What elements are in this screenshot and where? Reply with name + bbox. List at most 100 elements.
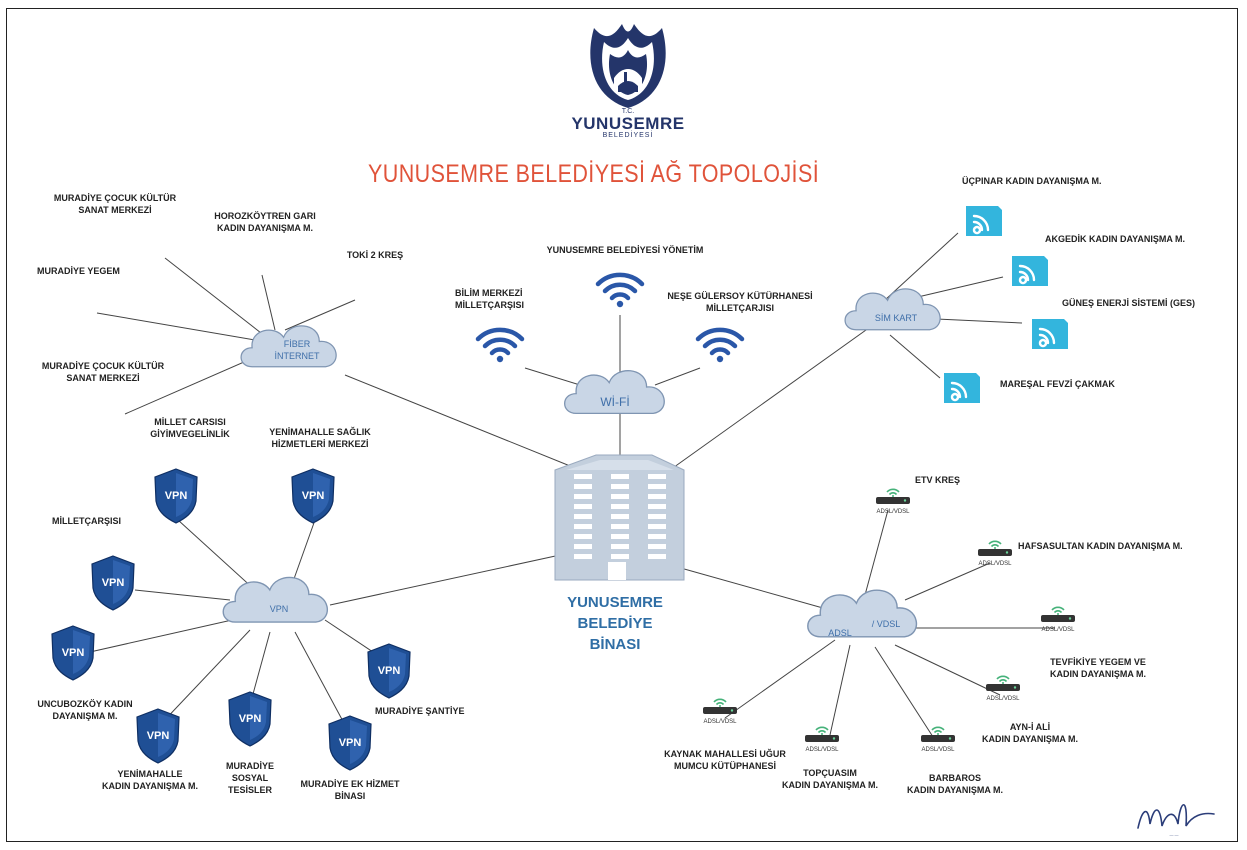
adsl-cloud-label-left: ADSL [828, 628, 852, 638]
vpn-shield-icon: VPN [328, 715, 372, 771]
vpn-node-label: MURADİYE EK HİZMET BİNASI [300, 779, 400, 801]
wifi-node-label: NEŞE GÜLERSOY KÜTÜRHANESİ MİLLETÇARJISI [667, 291, 813, 313]
building-window [611, 474, 629, 479]
wifi-icon [598, 275, 642, 307]
building-window [648, 484, 666, 489]
building-window [648, 494, 666, 499]
sim-card-icon [942, 371, 982, 405]
building-window [574, 534, 592, 539]
building-window [648, 514, 666, 519]
building-window [574, 484, 592, 489]
adsl-modem-icon: ADSL/VDSL [804, 726, 840, 753]
adsl-device-text: ADSL/VDSL [921, 747, 955, 753]
building-window [648, 474, 666, 479]
sim-node-label: GÜNEŞ ENERJİ SİSTEMİ (GES) [1062, 298, 1196, 308]
wifi-icon [698, 330, 742, 362]
adsl-device-text: ADSL/VDSL [1041, 627, 1075, 633]
adsl-modem-icon: ADSL/VDSL [977, 540, 1013, 567]
building-window [574, 554, 592, 559]
building-window [648, 524, 666, 529]
logo-tc: T.C. [621, 108, 635, 115]
building-label: YUNUSEMRE BELEDİYE BİNASI [567, 594, 663, 653]
vpn-cloud-label: VPN [270, 604, 289, 614]
vpn-node-label: MURADİYE ŞANTİYE [375, 706, 465, 716]
building-window [574, 514, 592, 519]
vpn-node-label: MİLLET CARSISI GİYİMVEGELİNLİK [150, 417, 230, 439]
adsl-cloud-label-right: / VDSL [872, 619, 901, 629]
adsl-modem-icon: ADSL/VDSL [985, 675, 1021, 702]
building-window [648, 534, 666, 539]
adsl-node-label: ETV KREŞ [915, 475, 961, 485]
adsl-modem-icon: ADSL/VDSL [702, 698, 738, 725]
adsl-node-label: BARBAROS KADIN DAYANIŞMA M. [906, 773, 1003, 795]
vpn-node-label: YENİMAHALLE KADIN DAYANIŞMA M. [101, 769, 198, 791]
fiber-node-label: HOROZKÖYTREN GARI KADIN DAYANIŞMA M. [214, 211, 316, 233]
diagram-frame [6, 8, 1238, 842]
adsl-node-label: AYN-İ ALİ KADIN DAYANIŞMA M. [981, 722, 1078, 744]
building-window [611, 504, 629, 509]
connection-lines [89, 232, 1055, 741]
municipality-logo [590, 24, 666, 108]
building-window [611, 514, 629, 519]
sim-node-label: AKGEDİK KADIN DAYANIŞMA M. [1045, 234, 1186, 244]
building-window [574, 544, 592, 549]
logo-sub: BELEDİYESİ [602, 132, 654, 139]
building-window [611, 534, 629, 539]
building-window [574, 504, 592, 509]
fiber-node-label: MURADİYE ÇOCUK KÜLTÜR SANAT MERKEZİ [53, 193, 177, 215]
vpn-node-label: MİLLETÇARŞISI [52, 516, 121, 526]
vpn-shield-text: VPN [339, 737, 362, 749]
vpn-shield-icon: VPN [367, 643, 411, 699]
vpn-node-label: MURADİYE SOSYAL TESİSLER [225, 761, 274, 795]
adsl-cloud [807, 589, 918, 638]
vpn-node-label: UNCUBOZKÖY KADIN DAYANIŞMA M. [37, 699, 133, 721]
vpn-shield-text: VPN [302, 490, 325, 502]
sim-card-icon [1010, 254, 1050, 288]
building-window [611, 544, 629, 549]
building-window [611, 494, 629, 499]
building-window [574, 494, 592, 499]
building-window [611, 554, 629, 559]
fiber-node-label: TOKİ 2 KREŞ [346, 250, 404, 260]
adsl-node-label: TOPÇUASIM KADIN DAYANIŞMA M. [781, 768, 878, 790]
vpn-shield-icon: VPN [154, 468, 198, 524]
adsl-device-text: ADSL/VDSL [986, 696, 1020, 702]
building-window [611, 484, 629, 489]
building-window [574, 524, 592, 529]
fiber-cloud-label-1: FİBER [284, 339, 311, 349]
vpn-shield-text: VPN [378, 665, 401, 677]
vpn-shield-text: VPN [62, 647, 85, 659]
adsl-node-label: KAYNAK MAHALLESİ UĞUR MUMCU KÜTÜPHANESİ [664, 749, 786, 771]
vpn-node-label: YENİMAHALLE SAĞLIK HİZMETLERİ MERKEZİ [269, 427, 371, 449]
wifi-node-label: YUNUSEMRE BELEDİYESİ YÖNETİM [546, 245, 704, 255]
sim-card-icon [1030, 317, 1070, 351]
adsl-modem-icon: ADSL/VDSL [875, 488, 911, 515]
vpn-shield-icon: VPN [91, 555, 135, 611]
vpn-shield-text: VPN [147, 730, 170, 742]
vpn-shield-text: VPN [165, 490, 188, 502]
wifi-icon [478, 330, 522, 362]
adsl-device-text: ADSL/VDSL [805, 747, 839, 753]
vpn-shield-icon: VPN [51, 625, 95, 681]
vpn-shield-icon: VPN [291, 468, 335, 524]
building-window [648, 504, 666, 509]
vpn-shield-icon: VPN [136, 708, 180, 764]
adsl-device-text: ADSL/VDSL [703, 719, 737, 725]
wifi-cloud-label: Wİ-Fİ [600, 395, 629, 409]
building-window [611, 524, 629, 529]
adsl-modem-icon: ADSL/VDSL [1040, 606, 1076, 633]
svg-text:— —: — — [1169, 832, 1178, 837]
diagram-title: YUNUSEMRE BELEDİYESİ AĞ TOPOLOJİSİ [368, 160, 820, 188]
fiber-node-label: MURADİYE ÇOCUK KÜLTÜR SANAT MERKEZİ [41, 361, 165, 383]
adsl-device-text: ADSL/VDSL [978, 561, 1012, 567]
fiber-cloud-label-2: İNTERNET [275, 351, 321, 361]
wifi-node-label: BİLİM MERKEZİ MİLLETÇARŞISI [455, 288, 524, 310]
vpn-shield-icon: VPN [228, 691, 272, 747]
sim-node-label: MAREŞAL FEVZİ ÇAKMAK [1000, 379, 1115, 389]
building-window [648, 554, 666, 559]
sim-node-label: ÜÇPINAR KADIN DAYANIŞMA M. [962, 176, 1102, 186]
adsl-node-label: HAFSASULTAN KADIN DAYANIŞMA M. [1018, 541, 1183, 551]
signature: — — [1137, 803, 1215, 837]
logo-name: YUNUSEMRE [571, 114, 685, 133]
